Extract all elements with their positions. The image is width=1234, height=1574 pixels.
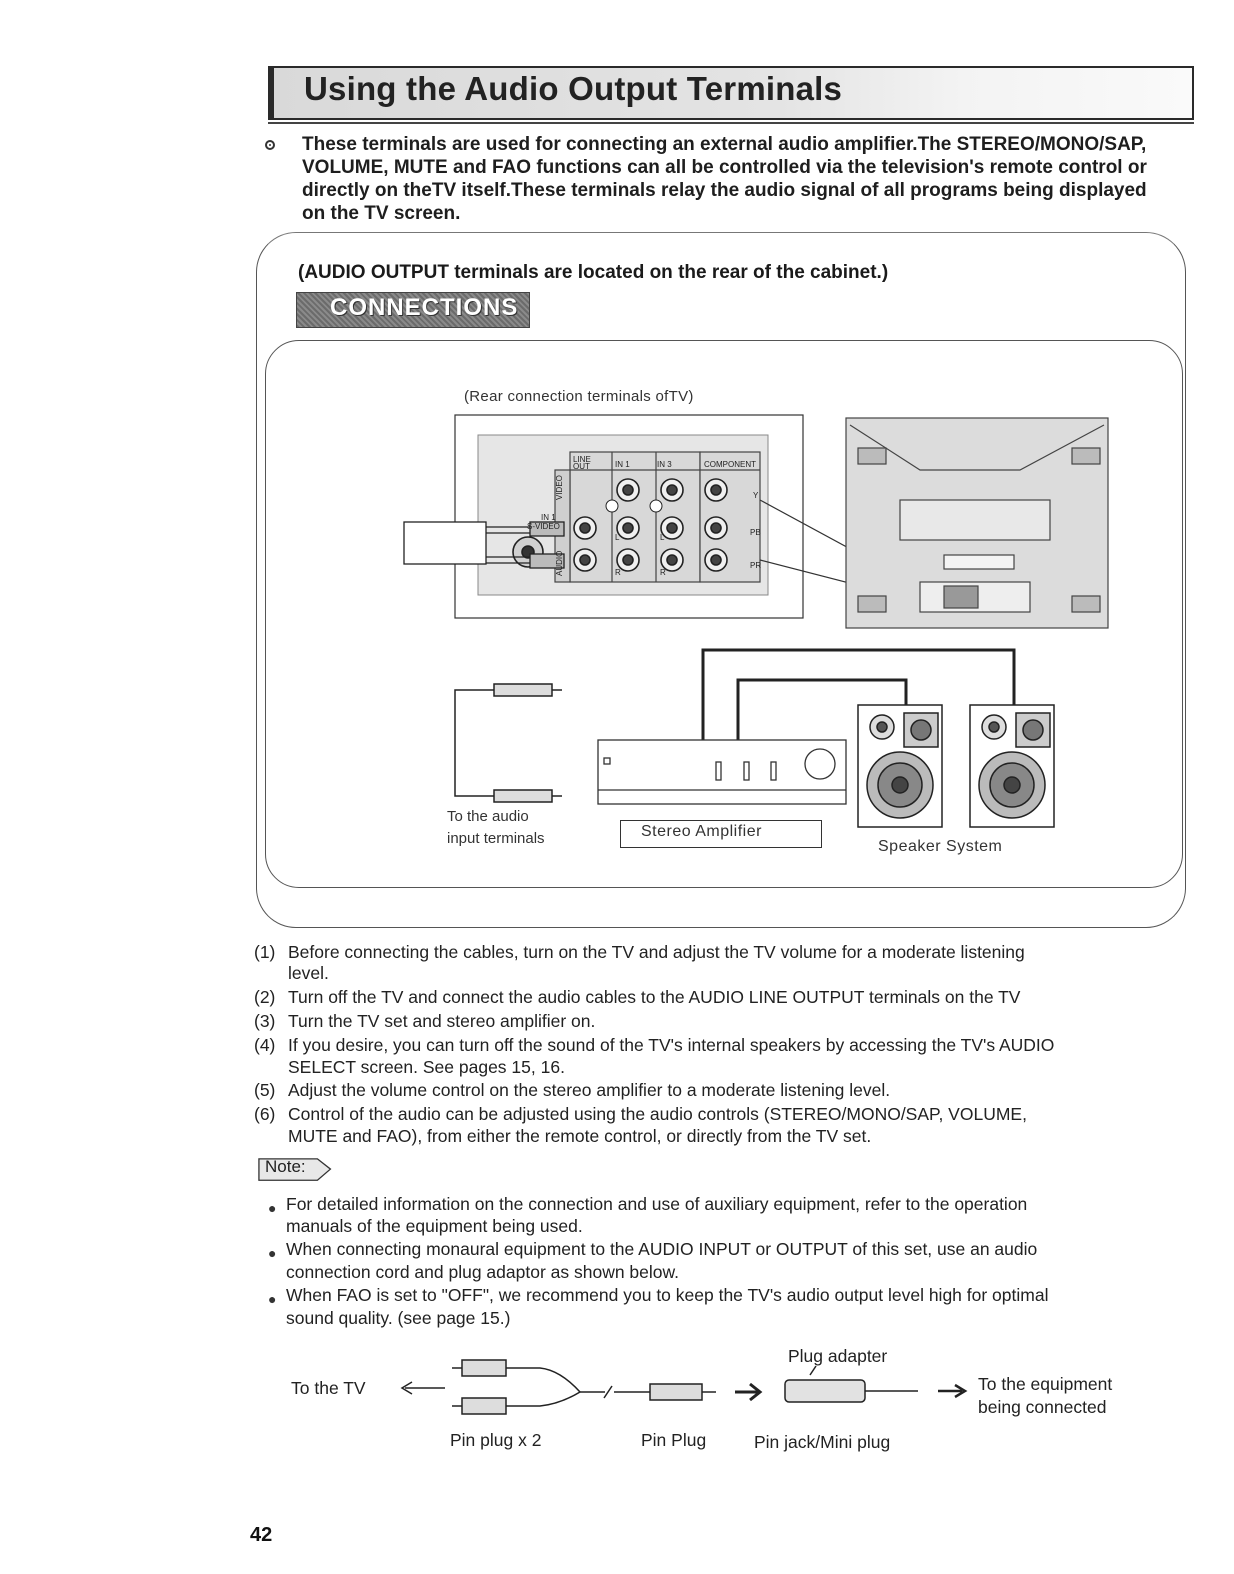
step-number: (3): [254, 1011, 276, 1031]
label-component: COMPONENT: [704, 460, 756, 469]
rca-jacks: [512, 478, 728, 572]
note-text: sound quality. (see page 15.): [286, 1308, 511, 1328]
pin-plug-label: Pin Plug: [641, 1430, 707, 1450]
page-number: 42: [250, 1524, 273, 1546]
label-y: Y: [753, 491, 759, 500]
rear-connection-caption: (Rear connection terminals ofTV): [464, 388, 694, 405]
intro-line: These terminals are used for connecting …: [302, 134, 1147, 155]
label-svideo-2: S-VIDEO: [527, 522, 560, 531]
audio-input-caption-line2: input terminals: [447, 830, 545, 847]
page-title: Using the Audio Output Terminals: [304, 70, 843, 107]
pin-plug-x2-icon: [452, 1359, 650, 1415]
step-text: Adjust the volume control on the stereo …: [288, 1080, 891, 1100]
stereo-amplifier-icon: [597, 739, 847, 805]
title-underline: [268, 122, 1194, 124]
arrow-right-icon: [938, 1383, 968, 1399]
connections-outer-frame: [256, 232, 1186, 928]
speaker-system-label: Speaker System: [878, 838, 1003, 855]
intro-line: VOLUME, MUTE and FAO functions can all b…: [302, 157, 1147, 178]
to-equipment-label-line2: being connected: [978, 1397, 1107, 1417]
audio-input-caption-line1: To the audio: [447, 808, 529, 825]
step-text: Turn off the TV and connect the audio ca…: [288, 987, 1021, 1007]
panel-labels: LINE OUT IN 1 IN 3 COMPONENT IN 1 S-VIDE…: [527, 455, 761, 577]
note-bullet-icon: ●: [268, 1200, 277, 1216]
to-equipment-label-line1: To the equipment: [978, 1374, 1113, 1394]
label-svideo-1: IN 1: [541, 513, 556, 522]
to-tv-label: To the TV: [291, 1378, 366, 1398]
label-line-out-1: LINE: [573, 455, 591, 464]
intro-bullet-icon: [265, 140, 275, 150]
label-pb: PB: [750, 528, 761, 537]
label-audio: AUDIO: [555, 551, 564, 576]
connections-badge: [296, 292, 530, 328]
note-text: When FAO is set to "OFF", we recommend y…: [286, 1285, 1049, 1305]
step-number: (5): [254, 1080, 276, 1100]
title-banner: [268, 66, 1194, 120]
audio-cable-icon: [454, 683, 562, 803]
note-bullet-icon: ●: [268, 1291, 277, 1307]
label-in1: IN 1: [615, 460, 630, 469]
pin-plug-icon: [649, 1383, 716, 1401]
note-text: For detailed information on the connecti…: [286, 1194, 1028, 1214]
note-text: connection cord and plug adaptor as show…: [286, 1262, 680, 1282]
label-video: VIDEO: [555, 475, 564, 500]
plug-adapter-label: Plug adapter: [788, 1346, 888, 1366]
note-badge: [258, 1158, 332, 1181]
pin-jack-mini-plug-label: Pin jack/Mini plug: [754, 1432, 891, 1452]
connections-inner-frame: [265, 340, 1183, 888]
step-number: (2): [254, 987, 276, 1007]
note-label: Note:: [265, 1157, 306, 1176]
label-l1: L: [615, 533, 620, 542]
label-line-out-2: OUT: [573, 462, 590, 471]
audio-output-location-note: (AUDIO OUTPUT terminals are located on t…: [298, 262, 889, 283]
speaker-system-icon: [857, 704, 1055, 828]
arrow-left-icon: [400, 1381, 445, 1395]
stereo-amplifier-label-box: [620, 820, 822, 848]
step-text: Before connecting the cables, turn on th…: [288, 942, 1025, 962]
label-l2: L: [660, 533, 665, 542]
intro-line: on the TV screen.: [302, 203, 461, 224]
step-text: MUTE and FAO), from either the remote co…: [288, 1126, 872, 1146]
arrow-right-icon: [735, 1382, 763, 1402]
label-in3: IN 3: [657, 460, 672, 469]
note-text: When connecting monaural equipment to th…: [286, 1239, 1038, 1259]
plug-adapter-icon: [784, 1365, 918, 1403]
label-r1: R: [615, 568, 621, 577]
note-text: manuals of the equipment being used.: [286, 1216, 583, 1236]
step-text: SELECT screen. See pages 15, 16.: [288, 1057, 565, 1077]
label-r2: R: [660, 568, 666, 577]
step-text: level.: [288, 963, 329, 983]
note-bullet-icon: ●: [268, 1245, 277, 1261]
pin-plug-x2-label: Pin plug x 2: [450, 1430, 542, 1450]
label-pr: PR: [750, 561, 761, 570]
step-number: (4): [254, 1035, 276, 1055]
step-text: If you desire, you can turn off the soun…: [288, 1035, 1055, 1055]
connection-diagram: LINE OUT IN 1 IN 3 COMPONENT IN 1 S-VIDE…: [403, 414, 1109, 828]
stereo-amplifier-label: Stereo Amplifier: [641, 823, 762, 840]
connections-badge-label: CONNECTIONS: [330, 294, 519, 321]
step-number: (6): [254, 1104, 276, 1124]
intro-line: directly on theTV itself.These terminals…: [302, 180, 1147, 201]
plug-adapter-diagram: [400, 1359, 968, 1415]
step-number: (1): [254, 942, 276, 962]
tv-rear-view: [845, 417, 1109, 629]
step-text: Control of the audio can be adjusted usi…: [288, 1104, 1027, 1124]
step-text: Turn the TV set and stereo amplifier on.: [288, 1011, 596, 1031]
cable-plugs: [403, 521, 565, 569]
